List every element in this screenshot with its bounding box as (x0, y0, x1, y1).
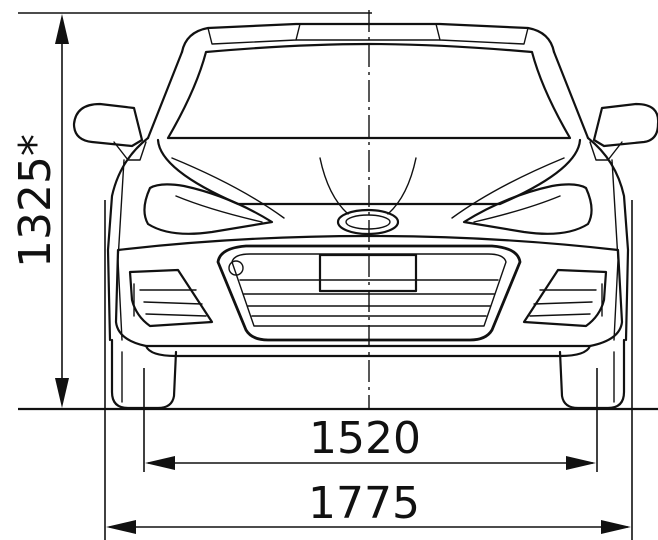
left-tire (110, 338, 178, 410)
track-dimension: 1520 (143, 368, 598, 472)
right-headlight (462, 183, 593, 235)
height-dimension: 1325* (10, 12, 372, 408)
left-fog-slats (139, 289, 207, 317)
left-body-side (106, 136, 150, 342)
front-emblem (336, 208, 400, 236)
track-arrow-left (145, 456, 175, 470)
right-fog-housing (522, 268, 608, 328)
left-fog-housing (128, 268, 214, 328)
right-headlight-detail (473, 195, 561, 223)
car-front-view (72, 22, 658, 410)
roof-right-panel (435, 23, 529, 45)
hood-crease-left (319, 157, 349, 215)
height-arrow-bottom (55, 378, 69, 408)
roof-line (180, 22, 556, 54)
right-a-pillar-outer (552, 50, 590, 140)
left-headlight (143, 183, 274, 235)
right-mirror (592, 102, 658, 148)
hood-contour-right (451, 157, 565, 219)
width-arrow-right (601, 520, 631, 534)
right-body-side (586, 136, 630, 342)
left-mirror (72, 102, 144, 148)
hood-crease-right (387, 157, 417, 215)
left-a-pillar-outer (146, 50, 184, 140)
left-mirror-stem (113, 141, 147, 161)
left-headlight-detail (175, 195, 263, 223)
windshield (166, 42, 572, 140)
track-label: 1520 (309, 413, 421, 464)
hood-contour-left (171, 157, 285, 219)
roof-left-panel (207, 23, 301, 45)
width-arrow-left (106, 520, 136, 534)
height-label: 1325* (10, 134, 61, 268)
hood-outline (156, 138, 582, 206)
license-plate (318, 253, 418, 293)
height-arrow-top (55, 14, 69, 44)
width-dimension: 1775 (104, 200, 633, 540)
front-bumper (114, 234, 624, 348)
right-fog-slats (529, 289, 597, 317)
grille-inner-outline (231, 253, 507, 327)
width-label: 1775 (308, 478, 420, 529)
right-tire (558, 338, 626, 410)
right-mirror-stem (589, 141, 623, 161)
track-arrow-right (566, 456, 596, 470)
grille-outline (216, 244, 522, 342)
front-emblem-inner (345, 214, 391, 230)
grille-left-ornament (228, 260, 244, 276)
lower-lip (144, 344, 592, 358)
